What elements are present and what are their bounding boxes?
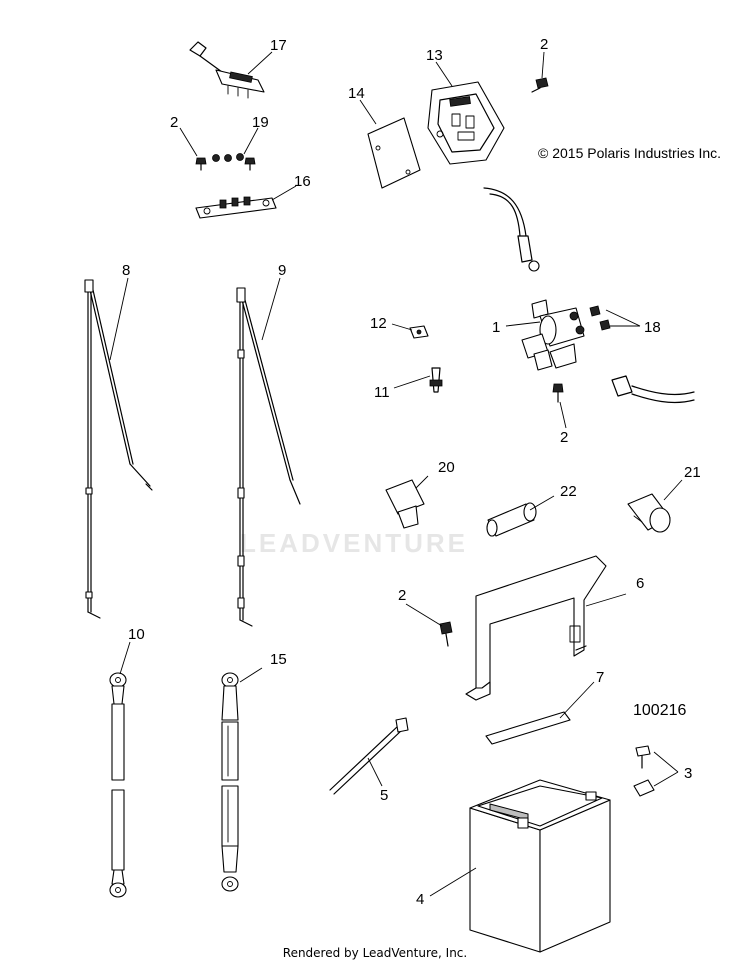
callout-13: 13: [426, 47, 443, 64]
part-20-terminal-boot: [385, 479, 425, 529]
callout-2-top-right: 2: [540, 36, 548, 53]
callout-21: 21: [684, 464, 701, 481]
callout-20: 20: [438, 459, 455, 476]
callout-1: 1: [492, 319, 500, 336]
callout-3: 3: [684, 765, 692, 782]
diagram-number: 100216: [633, 702, 687, 719]
callout-18: 18: [644, 319, 661, 336]
part-2-screw-top: [531, 77, 549, 93]
callout-9: 9: [278, 262, 286, 279]
callout-16: 16: [294, 173, 311, 190]
solenoid-cable-lower: [611, 375, 695, 404]
part-3-bolt-nut: [633, 745, 655, 797]
solenoid-cable-upper: [483, 187, 540, 272]
callout-2-top-left: 2: [170, 114, 178, 131]
part-17-jumper-tab: [189, 41, 265, 99]
callout-10: 10: [128, 626, 145, 643]
leadventure-watermark: LEADVENTURE: [240, 528, 469, 558]
part-7-pad: [485, 711, 571, 745]
part-2-screw-solenoid: [552, 383, 564, 403]
callout-7: 7: [596, 669, 604, 686]
callout-labels: 17 2 19 16 14 13 2 8 9 12 1 18 11 2 20 2…: [122, 36, 701, 908]
part-8-cable: [84, 279, 153, 619]
callout-5: 5: [380, 787, 388, 804]
footer-credit: Rendered by LeadVenture, Inc.: [282, 946, 468, 960]
callout-2-bracket: 2: [398, 587, 406, 604]
callout-17: 17: [270, 37, 287, 54]
part-11-stud: [429, 367, 443, 393]
part-2-screw-left: [195, 157, 256, 171]
part-9-cable: [236, 287, 301, 627]
part-1-starter-solenoid: [521, 299, 585, 371]
callout-8: 8: [122, 262, 130, 279]
callout-22: 22: [560, 483, 577, 500]
leader-lines: [109, 51, 683, 897]
part-19-nuts: [212, 153, 244, 162]
callout-11: 11: [374, 384, 390, 401]
callout-14: 14: [348, 85, 365, 102]
part-18-nuts: [589, 305, 611, 331]
callout-4: 4: [416, 891, 424, 908]
part-5-vent-tube: [329, 717, 409, 795]
callout-2-solenoid: 2: [560, 429, 568, 446]
part-2-screw-bracket: [439, 621, 453, 647]
part-10-battery-cable: [109, 672, 127, 898]
callout-6: 6: [636, 575, 644, 592]
callout-19: 19: [252, 114, 269, 131]
part-4-battery: [469, 779, 611, 953]
part-15-battery-cable: [221, 672, 239, 892]
part-21-terminal-cap: [627, 493, 671, 533]
part-6-hold-down-bracket: [465, 555, 607, 701]
part-14-cover-plate: [367, 117, 421, 189]
callout-15: 15: [270, 651, 287, 668]
callout-12: 12: [370, 315, 387, 332]
part-12-nut: [409, 325, 429, 339]
part-13-fuse-box: [427, 81, 505, 165]
part-22-terminal-boot: [486, 502, 537, 537]
part-16-terminal-block: [195, 196, 277, 219]
copyright-notice: © 2015 Polaris Industries Inc.: [538, 145, 722, 161]
